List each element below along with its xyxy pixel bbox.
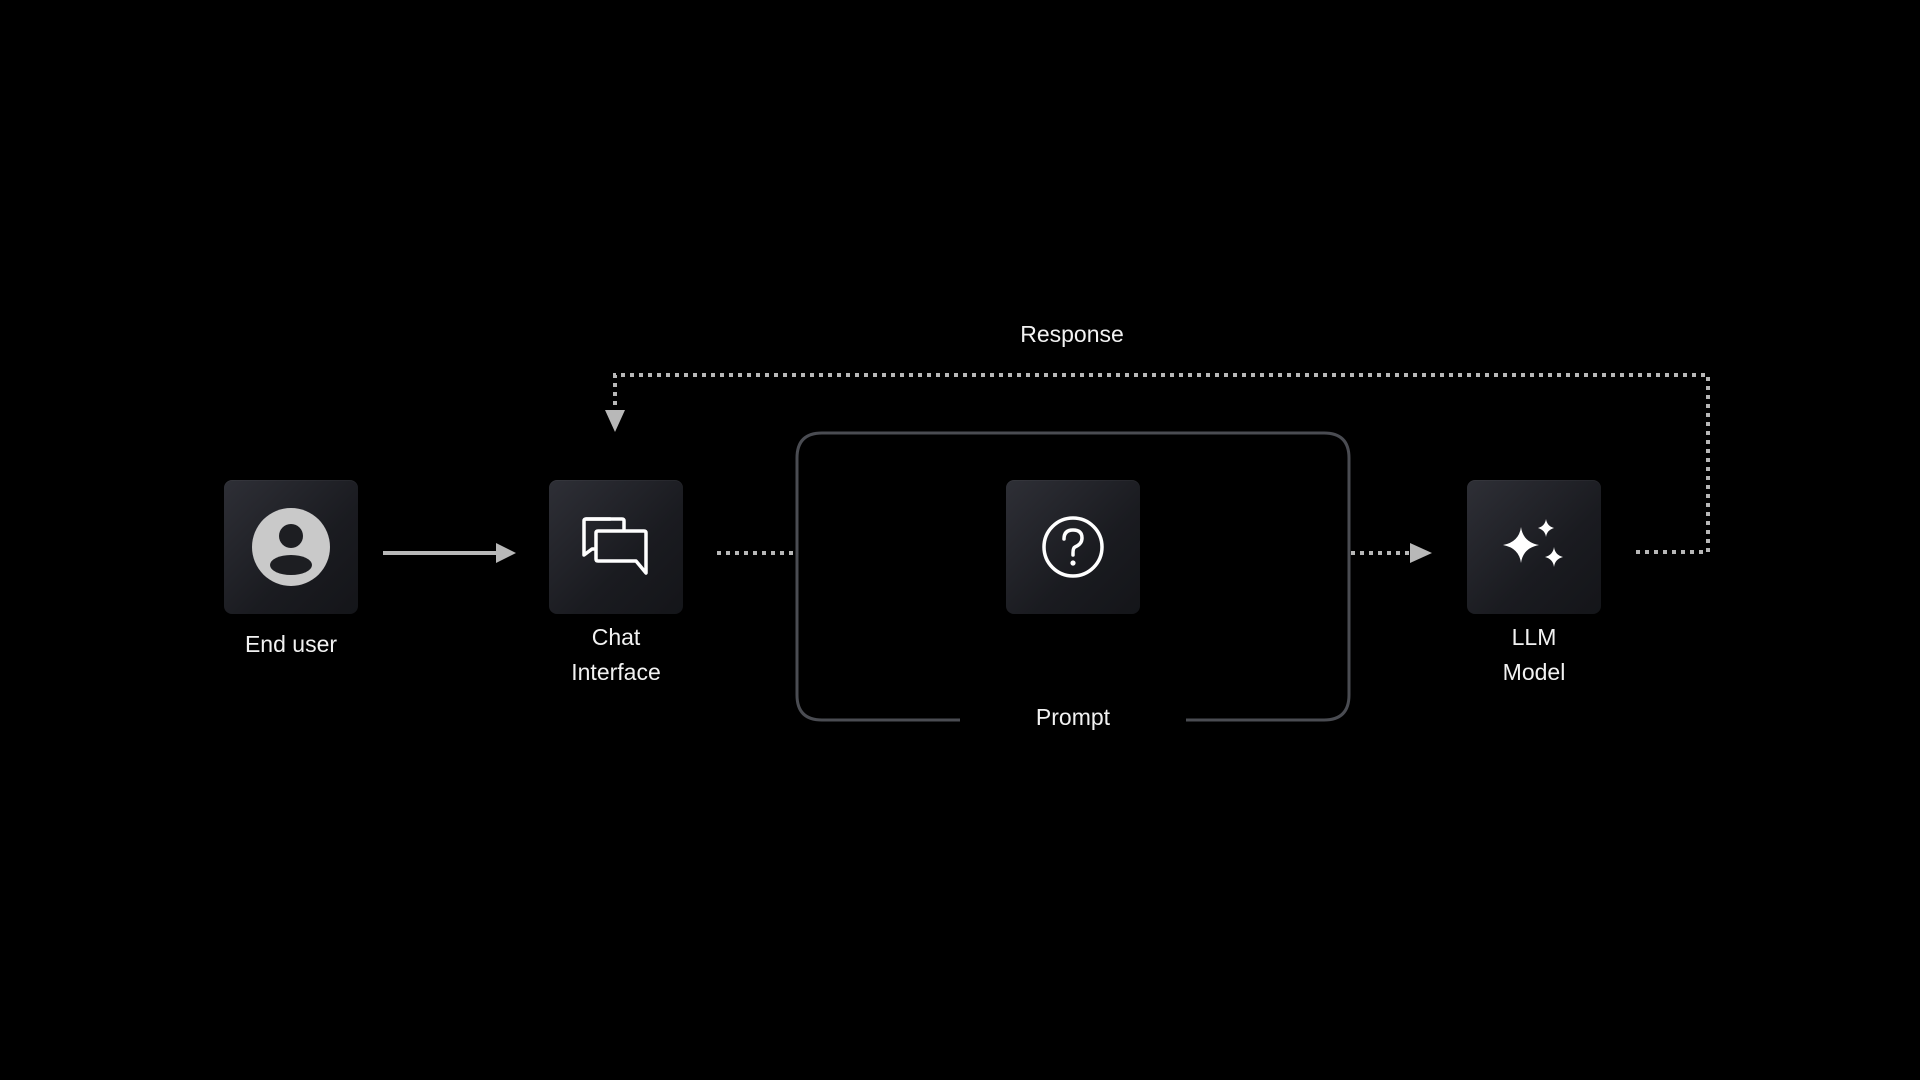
prompt-node [1006,480,1140,614]
arrowhead-prompt-to-llm [1410,543,1432,563]
chat-interface-node [549,480,683,614]
end-user-node [224,480,358,614]
user-icon [252,508,330,586]
response-label: Response [1020,321,1124,347]
llm-model-label-line1: LLM [1511,624,1557,650]
prompt-frame [795,431,1351,722]
question-icon [1042,516,1104,578]
chat-interface-label: Chat Interface [516,620,716,690]
llm-model-label-line2: Model [1502,659,1566,685]
sparkles-icon [1503,519,1563,567]
arrowhead-response [605,410,625,432]
end-user-label: End user [244,631,338,657]
llm-model-node [1467,480,1601,614]
prompt-label: Prompt [1035,704,1111,730]
llm-model-label: LLM Model [1434,620,1634,690]
chat-interface-label-line1: Chat [591,624,641,650]
response-loop [613,373,1710,554]
arrowhead-user-to-chat [496,543,516,563]
chat-interface-label-line2: Interface [571,659,661,685]
chat-bubbles-icon [582,517,648,575]
